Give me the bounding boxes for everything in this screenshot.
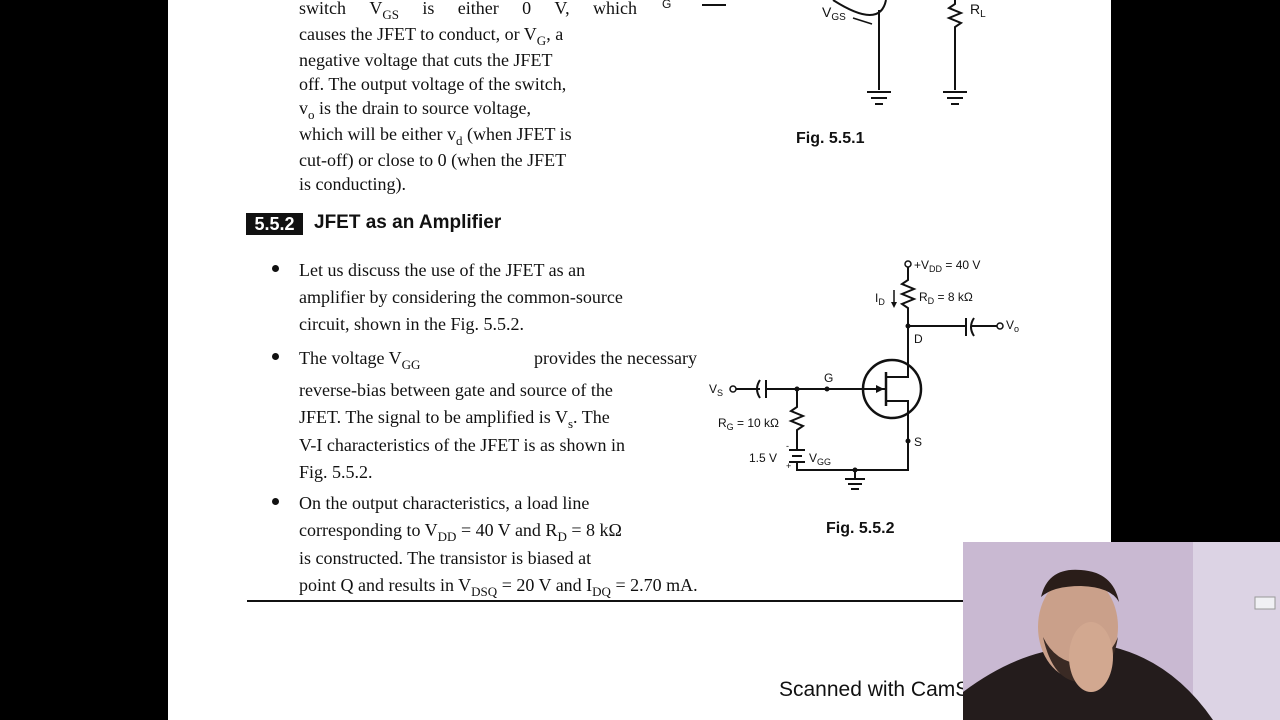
text: provides the necessary [534,348,697,368]
word: is [422,0,435,18]
section-title: JFET as an Amplifier [314,212,502,233]
gate-arrow-icon [876,385,884,393]
line: reverse-bias between gate and source of … [299,380,613,400]
terminal-vo [996,322,1004,330]
line: Fig. 5.5.2. [299,462,373,482]
subscript: G [536,33,547,48]
label-rd: RD = 8 kΩ [919,290,973,306]
label-s: S [914,435,922,449]
subscript: d [455,133,463,148]
line: On the output characteristics, a load li… [299,493,590,513]
label-battery: 1.5 V [749,451,777,465]
plus-sign: + [786,461,791,471]
line: circuit, shown in the Fig. 5.5.2. [299,314,524,334]
line: corresponding to VDD = 40 V and RD = 8 k… [299,520,622,544]
subscript: o [308,107,315,122]
line: Let us discuss the use of the JFET as an [299,260,586,280]
horizontal-rule [247,600,963,602]
text: which will be either v [299,124,456,144]
arrow-down-icon [891,302,897,308]
webcam-overlay [963,542,1280,720]
label-g: G [662,0,671,11]
bullet-3: On the output characteristics, a load li… [299,490,698,600]
label-vo: Vo [1006,318,1019,334]
line-8: is conducting). [299,174,406,194]
resistor-rg [788,389,806,438]
line: is constructed. The transistor is biased… [299,548,592,568]
label-rl: RL [970,1,986,20]
label-vgg: VGG [809,451,831,467]
line-3: negative voltage that cuts the JFET [299,50,553,70]
word: either [457,0,499,18]
label-vs: VS [709,382,723,398]
bullet-icon [272,498,279,505]
arrow [852,17,873,25]
word: V, [554,0,570,18]
label-rg: RG = 10 kΩ [718,416,779,432]
resistor-rd [899,267,917,360]
text: is the drain to source voltage, [314,98,531,118]
capacitor-icon [970,317,975,337]
capacitor-icon [756,379,761,399]
line-7: cut-off) or close to 0 (when the JFET [299,150,567,170]
line-6: which will be either vd (when JFET is [299,122,637,148]
jfet-drain [886,360,909,378]
line-2: causes the JFET to conduct, or VG, a [299,22,637,48]
terminal-vdd [904,260,912,268]
bullet-2: The voltage VGG provides the necessary re… [299,345,697,486]
top-paragraph: switch VGS is either 0 V, which causes t… [299,0,637,196]
figure-5-5-1: G VGS RL [662,0,986,105]
line: JFET. The signal to be amplified is Vs. … [299,407,610,431]
figure-caption-2: Fig. 5.5.2 [826,520,895,537]
bullet-icon [272,353,279,360]
line-1: switch VGS is either 0 V, which [299,0,637,22]
label-g: G [824,371,833,385]
line: The voltage VGG provides the necessary [299,345,697,373]
word: 0 [522,0,532,18]
text: v [299,98,308,118]
subscript: GS [382,7,399,22]
word: switch [299,0,346,18]
line: point Q and results in VDSQ = 20 V and I… [299,575,698,599]
label-vdd: +VDD = 40 V [914,258,980,274]
bullet-icon [272,265,279,272]
label-d: D [914,332,923,346]
bullet-1: Let us discuss the use of the JFET as an… [299,257,697,338]
figure-caption-1: Fig. 5.5.1 [796,130,865,147]
section-number: 5.5.2 [246,213,303,235]
word: which [592,0,637,18]
text: The voltage VGG [299,348,421,372]
line-4: off. The output voltage of the switch, [299,74,567,94]
line-5: vo is the drain to source voltage, [299,96,637,122]
webcam-person-image [963,542,1280,720]
text: causes the JFET to conduct, or V [299,24,537,44]
text: , a [546,24,564,44]
var: V [369,0,383,18]
text: (when JFET is [462,124,572,144]
jfet-source [886,400,909,441]
jfet-symbol [832,0,887,16]
word-vgs: VGS [369,0,399,22]
scanner-watermark: Scanned with CamScanner [779,678,963,701]
minus-sign: - [786,441,789,451]
label-vgs: VGS [822,4,846,23]
resistor-rl [946,0,964,90]
terminal-vs [729,385,737,393]
label-id: ID [875,291,885,307]
line: amplifier by considering the common-sour… [299,287,623,307]
line: V-I characteristics of the JFET is as sh… [299,435,625,455]
figure-5-5-2-circuit: +VDD = 40 V RD = 8 kΩ ID Vo D S G VS RG … [709,258,1019,490]
